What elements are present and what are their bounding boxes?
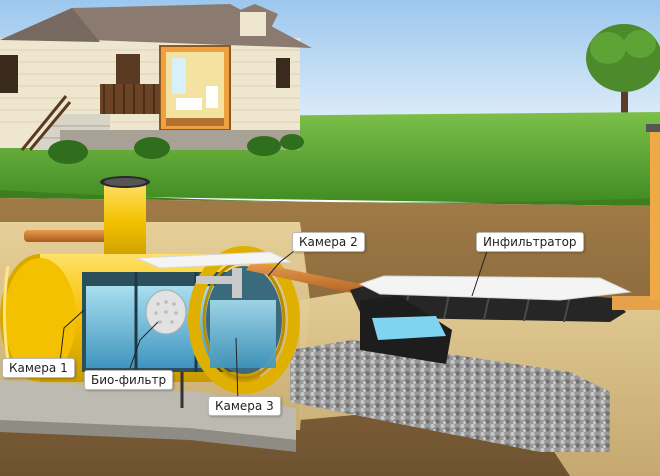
tank-riser — [100, 176, 150, 262]
chamber1-label: Камера 1 — [2, 358, 75, 378]
infiltrator — [350, 124, 660, 364]
biofilter-label: Био-фильтр — [84, 370, 174, 390]
tank-slab — [135, 251, 293, 269]
chamber2-label: Камера 2 — [292, 232, 365, 252]
tree — [586, 24, 660, 122]
chamber3-label: Камера 3 — [208, 396, 281, 416]
septic-tank — [0, 246, 300, 408]
insulation-slab — [358, 275, 632, 301]
leader-lines — [59, 247, 489, 405]
house — [0, 4, 312, 164]
gravel-bed — [290, 340, 610, 452]
infiltrator-water — [372, 316, 446, 340]
concrete-base — [0, 380, 296, 440]
inlet-pipe — [24, 230, 108, 242]
infiltrator-label: Инфильтратор — [476, 232, 584, 252]
